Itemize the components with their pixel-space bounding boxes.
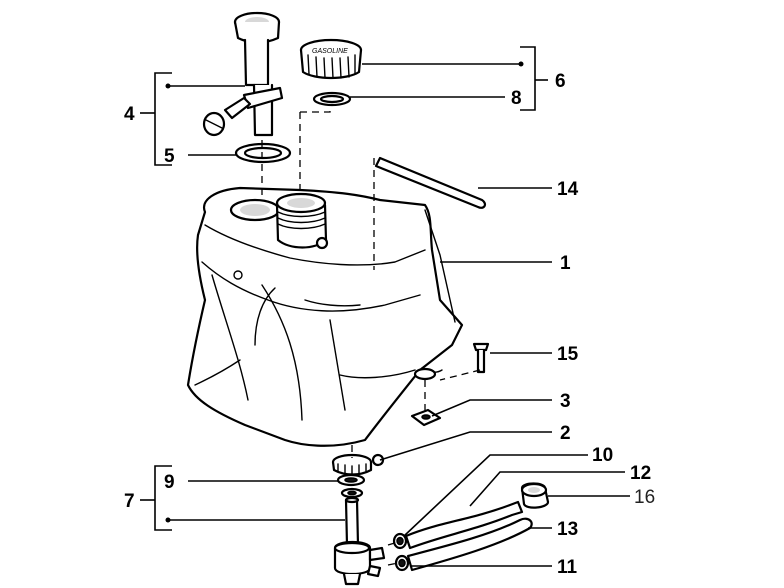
label-part-6: 6 bbox=[555, 71, 566, 92]
fuel-hose-lower bbox=[406, 517, 533, 572]
tap-lock-nut bbox=[331, 453, 385, 476]
fuel-hose-upper bbox=[404, 500, 524, 550]
screw bbox=[472, 342, 490, 374]
square-nut bbox=[410, 408, 442, 427]
fuel-tank-body bbox=[186, 186, 464, 447]
hose-clip-upper bbox=[392, 532, 408, 550]
cap-seal bbox=[312, 91, 352, 107]
label-part-16: 16 bbox=[634, 487, 655, 508]
fuel-filter bbox=[520, 482, 550, 509]
fuel-gauge-sender bbox=[202, 11, 284, 137]
label-part-10: 10 bbox=[592, 445, 613, 466]
label-part-14: 14 bbox=[557, 179, 579, 200]
label-part-8: 8 bbox=[511, 88, 522, 109]
breather-hose bbox=[374, 156, 487, 209]
label-part-2: 2 bbox=[560, 423, 571, 444]
sender-gasket bbox=[234, 142, 292, 164]
label-part-5: 5 bbox=[164, 146, 175, 167]
tank-left-neck bbox=[229, 198, 281, 222]
label-part-4: 4 bbox=[124, 104, 135, 125]
label-part-1: 1 bbox=[560, 253, 571, 274]
fuel-cap: GASOLINE bbox=[299, 38, 363, 80]
label-part-11: 11 bbox=[557, 557, 578, 578]
label-part-13: 13 bbox=[557, 519, 578, 540]
tank-filler-neck bbox=[275, 192, 329, 250]
label-part-9: 9 bbox=[164, 472, 175, 493]
cap-lettering: GASOLINE bbox=[312, 48, 348, 55]
tap-washer bbox=[336, 473, 366, 499]
label-part-15: 15 bbox=[557, 344, 579, 365]
fuel-tap bbox=[333, 496, 386, 586]
label-part-12: 12 bbox=[630, 463, 651, 484]
hose-clip-lower bbox=[394, 554, 410, 572]
part-labels: 1 2 3 4 5 6 7 8 9 10 11 12 13 14 15 16 bbox=[124, 71, 655, 578]
assembly-dashed-lines bbox=[261, 105, 481, 566]
leader-lines bbox=[140, 46, 630, 567]
label-part-7: 7 bbox=[124, 491, 135, 512]
label-part-3: 3 bbox=[560, 391, 571, 412]
